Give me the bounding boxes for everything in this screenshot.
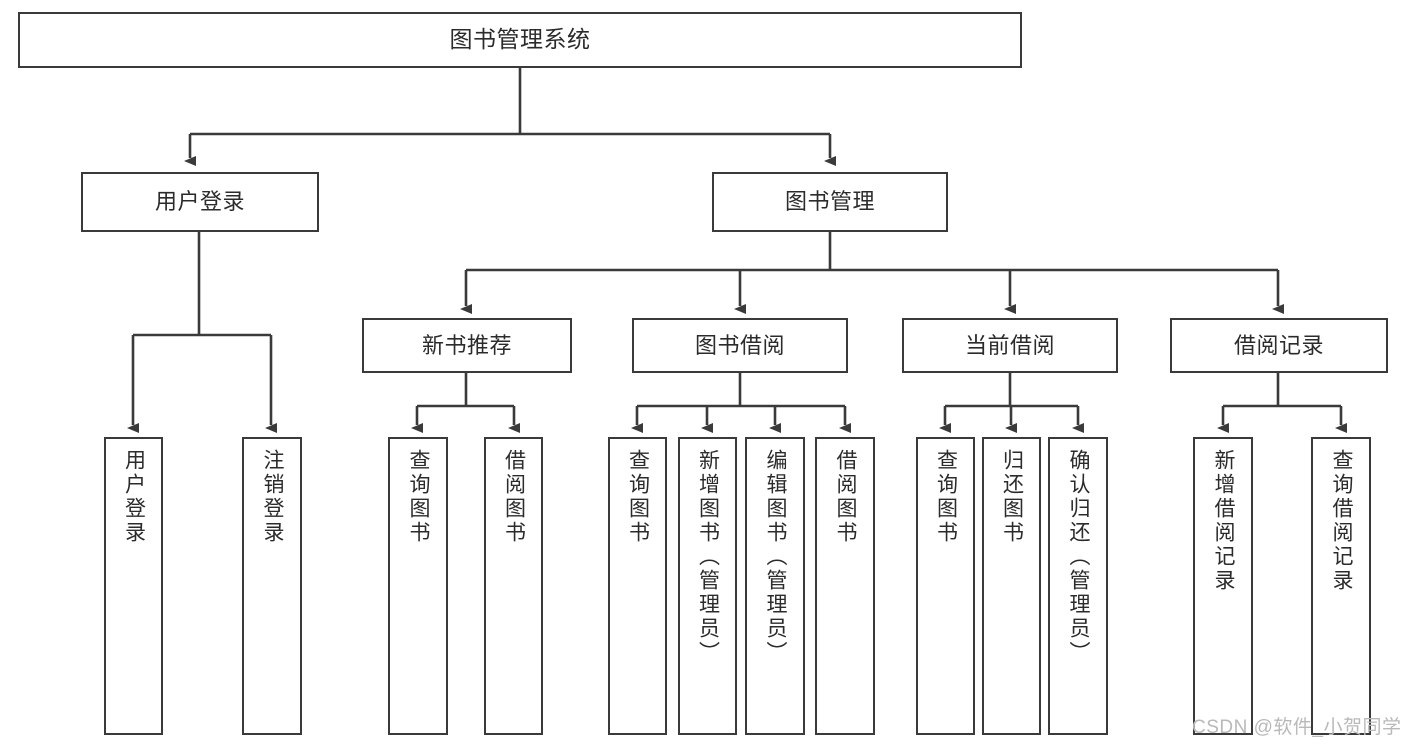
node-book-borrowing[interactable]: 图书借阅 (632, 318, 848, 373)
node-label: 借阅图书 (834, 449, 858, 545)
node-label: 用户登录 (154, 189, 245, 215)
leaf-borrow-record-query[interactable]: 查询借阅记录 (1311, 437, 1371, 735)
node-label: 借阅图书 (502, 449, 526, 545)
node-label: 编辑图书（管理员） (764, 449, 788, 665)
node-label: 用户登录 (122, 449, 146, 545)
node-user-login[interactable]: 用户登录 (81, 172, 319, 232)
leaf-borrow-record-add[interactable]: 新增借阅记录 (1193, 437, 1253, 735)
leaf-current-borrow-query[interactable]: 查询图书 (916, 437, 975, 735)
leaf-book-borrow-add[interactable]: 新增图书（管理员） (678, 437, 737, 735)
node-label: 查询图书 (626, 449, 650, 545)
node-label: 查询图书 (934, 449, 958, 545)
node-current-borrowing[interactable]: 当前借阅 (902, 318, 1118, 373)
node-label: 注销登录 (261, 449, 285, 545)
node-label: 新增借阅记录 (1212, 449, 1236, 593)
leaf-user-login-signout[interactable]: 注销登录 (242, 437, 302, 735)
watermark-text: CSDN @软件_小贺同学 (1192, 717, 1402, 738)
leaf-book-borrow-edit[interactable]: 编辑图书（管理员） (745, 437, 805, 735)
leaf-current-borrow-return[interactable]: 归还图书 (982, 437, 1041, 735)
leaf-current-borrow-confirm-return[interactable]: 确认归还（管理员） (1048, 437, 1108, 735)
node-book-management[interactable]: 图书管理 (712, 172, 948, 232)
node-label: 图书借阅 (694, 332, 785, 358)
leaf-book-borrow-borrow[interactable]: 借阅图书 (815, 437, 875, 735)
node-label: 新增图书（管理员） (696, 449, 720, 665)
node-new-book-recommendation[interactable]: 新书推荐 (362, 318, 572, 373)
node-label: 当前借阅 (964, 332, 1055, 358)
node-label: 查询图书 (407, 449, 431, 545)
leaf-new-book-query[interactable]: 查询图书 (388, 437, 448, 735)
leaf-user-login-signin[interactable]: 用户登录 (104, 437, 163, 735)
node-label: 图书管理系统 (449, 26, 591, 53)
node-label: 图书管理 (784, 189, 875, 215)
node-label: 归还图书 (1000, 449, 1024, 545)
node-label: 确认归还（管理员） (1067, 449, 1091, 665)
leaf-new-book-borrow[interactable]: 借阅图书 (484, 437, 543, 735)
node-label: 新书推荐 (421, 332, 512, 358)
node-book-management-system[interactable]: 图书管理系统 (18, 12, 1022, 68)
node-label: 借阅记录 (1233, 332, 1324, 358)
leaf-book-borrow-query[interactable]: 查询图书 (608, 437, 667, 735)
node-borrowing-record[interactable]: 借阅记录 (1170, 318, 1388, 373)
node-label: 查询借阅记录 (1330, 449, 1354, 593)
